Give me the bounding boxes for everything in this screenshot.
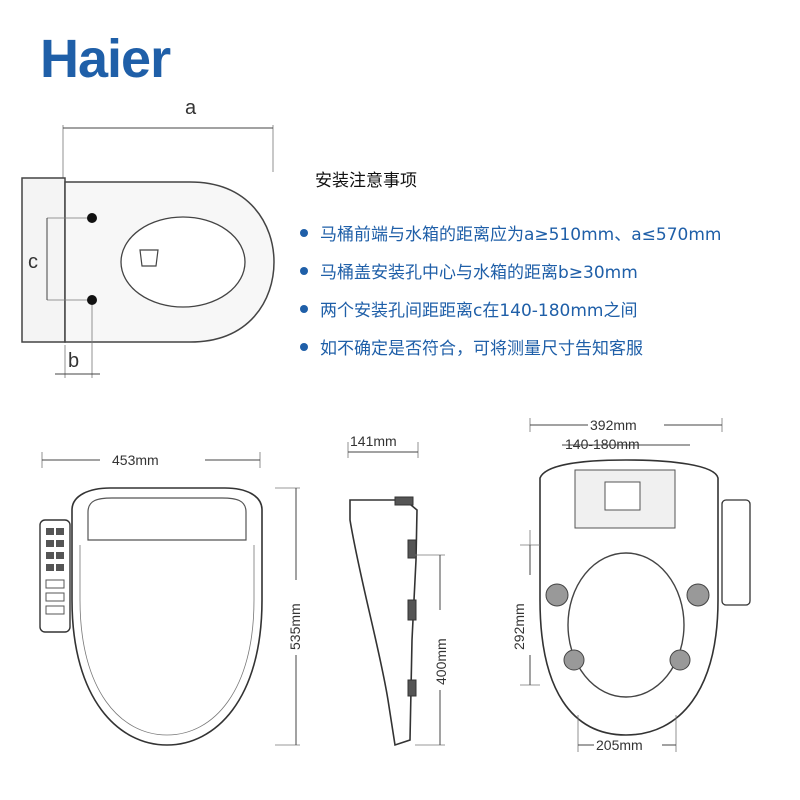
control-button-icon	[46, 528, 54, 535]
dim-label-c: c	[28, 251, 38, 273]
control-button-icon	[56, 540, 64, 547]
top-install-diagram: a c b	[21, 97, 275, 378]
control-button-icon	[46, 540, 54, 547]
control-button-icon	[45, 579, 65, 589]
tank-outline	[21, 177, 66, 343]
control-button-icon	[46, 552, 54, 559]
seat-opening	[567, 552, 685, 698]
bumper-icon	[545, 583, 569, 607]
lid-inner-edge	[79, 545, 255, 736]
side-bracket	[407, 679, 417, 697]
side-bracket	[407, 539, 417, 559]
hinge-cover	[87, 497, 247, 541]
note-text: 马桶盖安装孔中心与水箱的距离b≥30mm	[320, 263, 638, 283]
bullet-icon	[300, 267, 308, 275]
control-unit	[604, 481, 641, 511]
notes-title: 安装注意事项	[315, 171, 417, 191]
control-button-icon	[46, 564, 54, 571]
bullet-icon	[300, 305, 308, 313]
control-button-icon	[56, 528, 64, 535]
side-width-label: 141mm	[350, 433, 397, 449]
control-panel	[39, 519, 71, 633]
bottom-width-label: 392mm	[590, 417, 637, 433]
mount-hole-icon	[87, 213, 97, 223]
dim-label-b: b	[68, 350, 79, 372]
control-button-icon	[45, 592, 65, 602]
front-height-label: 535mm	[287, 603, 303, 650]
note-text: 如不确定是否符合，可将测量尺寸告知客服	[320, 339, 643, 359]
bumper-icon	[686, 583, 710, 607]
note-text: 马桶前端与水箱的距离应为a≥510mm、a≤570mm	[320, 225, 722, 245]
bumper-icon	[669, 649, 691, 671]
note-item: 两个安装孔间距距离c在140-180mm之间	[300, 296, 638, 321]
control-button-icon	[56, 552, 64, 559]
haier-logo: Haier	[40, 29, 171, 89]
bowl-opening	[120, 216, 246, 308]
front-view: 453mm 535mm	[39, 452, 303, 746]
control-button-icon	[56, 564, 64, 571]
bullet-icon	[300, 343, 308, 351]
mount-hole-icon	[87, 295, 97, 305]
seat-lid-outline	[71, 487, 263, 746]
bottom-base-width-label: 205mm	[596, 737, 643, 753]
bullet-icon	[300, 229, 308, 237]
drain-icon	[139, 249, 159, 267]
note-item: 马桶前端与水箱的距离应为a≥510mm、a≤570mm	[300, 220, 721, 245]
bottom-view: 392mm 140-180mm 292mm 205mm	[511, 417, 751, 753]
hole-spacing-label: 140-180mm	[565, 436, 640, 452]
hinge-block	[394, 496, 414, 506]
control-panel-side	[721, 499, 751, 606]
bottom-height-label: 292mm	[511, 603, 527, 650]
seat-side-outline	[349, 499, 418, 747]
control-buttons	[45, 528, 65, 615]
control-button-icon	[45, 605, 65, 615]
note-item: 马桶盖安装孔中心与水箱的距离b≥30mm	[300, 258, 638, 283]
bumper-icon	[563, 649, 585, 671]
note-text: 两个安装孔间距距离c在140-180mm之间	[320, 301, 638, 321]
side-view: 141mm 400mm	[347, 433, 449, 747]
note-item: 如不确定是否符合，可将测量尺寸告知客服	[300, 334, 643, 359]
dim-label-a: a	[185, 97, 197, 119]
front-width-label: 453mm	[112, 452, 159, 468]
side-height-label: 400mm	[433, 638, 449, 685]
side-bracket	[407, 599, 417, 621]
